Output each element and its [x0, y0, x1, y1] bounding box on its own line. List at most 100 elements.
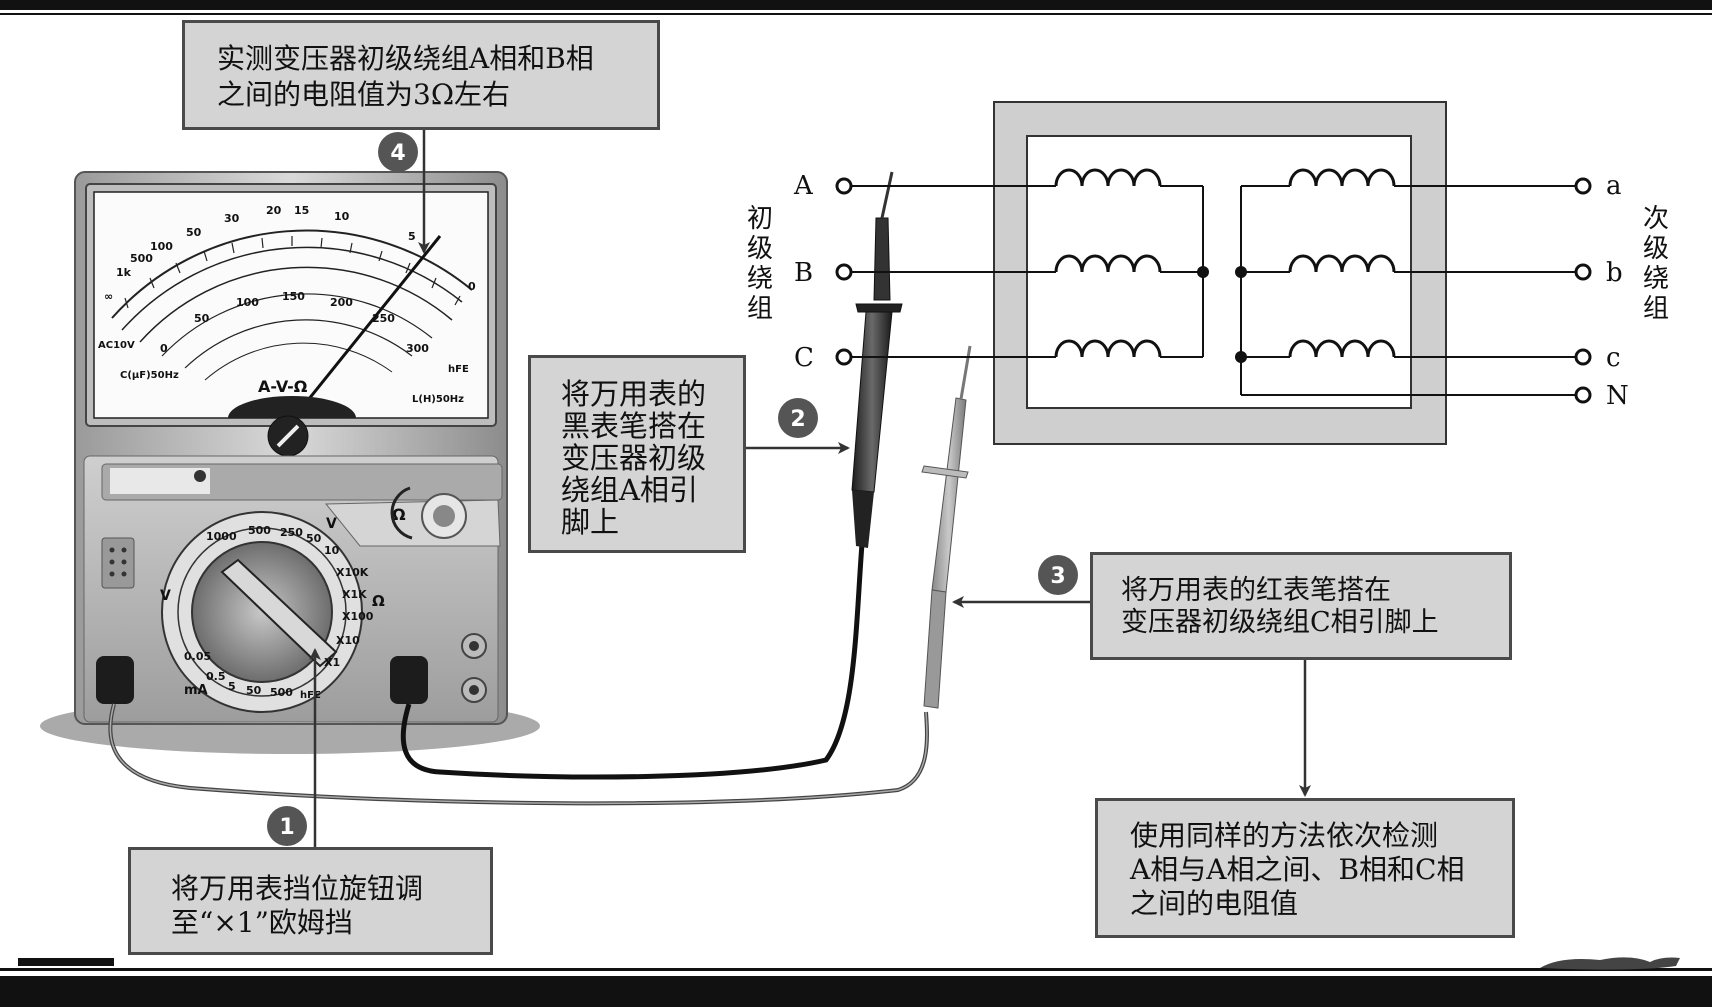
ohm-scale-label: ∞: [104, 290, 113, 303]
terminal-c[interactable]: [1574, 348, 1592, 366]
terminal-label-c: c: [1606, 343, 1621, 373]
meter-scale-arcs: [111, 229, 473, 381]
primary-label-char: 绕: [746, 264, 773, 294]
callout-line: A相与A相之间、B相和C相: [1130, 853, 1465, 886]
ohm-scale-label: 10: [334, 210, 350, 223]
transformer-wiring: [852, 185, 1583, 396]
meter-window: [110, 468, 210, 494]
com-jack[interactable]: [96, 656, 134, 704]
terminal-labels: A B C a b c N: [793, 171, 1629, 411]
ohm-scale-label: 50: [186, 226, 202, 239]
range-dial-inner-ring: [177, 527, 347, 697]
step-badge-numbers: 4 2 3 1: [279, 141, 1065, 840]
meter-needle: [290, 235, 442, 421]
primary-label-char: 初: [746, 204, 773, 234]
terminal-label-A: A: [793, 171, 814, 201]
dial-ohm-range: X1K: [342, 588, 367, 601]
dc-scale-label: 100: [236, 296, 259, 309]
indicator-led: [194, 470, 206, 482]
dial-v2-label: V: [326, 516, 337, 532]
secondary-coil-c: [1288, 339, 1396, 358]
terminal-a[interactable]: [1574, 177, 1592, 195]
primary-coil-c: [1054, 339, 1162, 358]
step-badges: [267, 132, 1078, 846]
callout-arrows: [309, 130, 1311, 847]
bottom-left-mark: [18, 958, 114, 966]
step-badge-1: [267, 806, 307, 846]
terminal-C[interactable]: [835, 348, 853, 366]
transistor-socket-holes: [109, 547, 127, 577]
dial-hfe-label: hFE: [300, 690, 321, 701]
scale-title: A-V-Ω: [258, 377, 308, 396]
terminals[interactable]: [835, 177, 1592, 404]
range-dial-pointer[interactable]: [220, 558, 338, 668]
ohm-adjust-knob-center: [433, 505, 455, 527]
terminal-A[interactable]: [835, 177, 853, 195]
red-probe[interactable]: [921, 345, 972, 709]
ohm-scale-label: 5: [408, 230, 416, 243]
transistor-socket: [101, 537, 135, 589]
scale-c-label: C(μF)50Hz: [120, 370, 179, 381]
red-probe-body: [931, 397, 967, 593]
callout-line: 至“×1”欧姆挡: [171, 906, 353, 939]
scale-hfe-label: hFE: [448, 364, 469, 375]
primary-winding-label: 初 级 绕 组: [742, 204, 778, 324]
black-probe[interactable]: [851, 171, 903, 548]
dial-range-label: 1000: [206, 530, 237, 543]
junction-dots: [1197, 266, 1247, 363]
callout-line: 实测变压器初级绕组A相和B相: [217, 42, 594, 75]
transformer-core: [993, 101, 1447, 445]
black-probe-grip: [852, 490, 874, 548]
ohm-scale-label: 500: [130, 252, 153, 265]
transformer-core-inner: [1026, 135, 1412, 409]
black-probe-tip: [880, 171, 894, 219]
secondary-label-char: 次: [1642, 204, 1669, 234]
terminal-B[interactable]: [835, 263, 853, 281]
callout-step3: 将万用表的红表笔搭在 变压器初级绕组C相引脚上: [1090, 552, 1512, 660]
top-border-thin: [0, 13, 1712, 15]
callout-line: 将万用表挡位旋钮调: [171, 872, 424, 905]
dial-ma-range: 0.5: [206, 670, 226, 683]
black-probe-body: [851, 311, 893, 493]
multimeter: ∞ 1k 500 100 50 30 20 15 10 5 0 0 50 100…: [40, 171, 540, 754]
bottom-right-decoration: [1540, 957, 1680, 970]
positive-jack[interactable]: [390, 656, 428, 704]
terminal-label-N: N: [1606, 381, 1629, 411]
ohm-adjust-rotation-arrow: [390, 486, 413, 540]
primary-label-char: 组: [746, 294, 773, 324]
callout-line: 变压器初级绕组C相引脚上: [1121, 607, 1439, 638]
bottom-border-bar: [0, 976, 1712, 1007]
red-probe-guard: [921, 465, 969, 479]
dial-ohm-label: Ω: [372, 592, 385, 610]
callout-line: 绕组A相引: [561, 473, 698, 507]
terminal-b[interactable]: [1574, 263, 1592, 281]
range-dial[interactable]: [191, 541, 333, 683]
callout-line: 黑表笔搭在: [561, 409, 707, 443]
dial-ohm-range: X10K: [336, 566, 369, 579]
meter-scale-ticks: [124, 236, 461, 309]
ohm-scale-label: 100: [150, 240, 173, 253]
dial-ma-range: 50: [246, 684, 262, 697]
scale-l-label: L(H)50Hz: [412, 394, 464, 405]
ohm-scale-label: 15: [294, 204, 309, 217]
callout-line: 之间的电阻值: [1130, 887, 1299, 920]
callout-step5: 使用同样的方法依次检测 A相与A相之间、B相和C相 之间的电阻值: [1095, 798, 1515, 938]
bottom-border-thin: [0, 968, 1712, 971]
step-badge-2: [778, 398, 818, 438]
primary-coil-a: [1054, 168, 1162, 187]
secondary-label-char: 组: [1642, 294, 1669, 324]
secondary-label-char: 级: [1642, 234, 1669, 264]
black-lead-wire: [400, 543, 865, 780]
terminal-label-C: C: [794, 343, 814, 373]
top-border-bar: [0, 0, 1712, 10]
secondary-winding-label: 次 级 绕 组: [1638, 204, 1674, 324]
dial-ohm-range: X10: [336, 634, 360, 647]
terminal-N[interactable]: [1574, 386, 1592, 404]
bottom-right-mark: [1516, 992, 1712, 1007]
callout-line: 变压器初级: [561, 441, 707, 475]
step-number-1: 1: [279, 815, 294, 840]
scale-ac-label: AC10V: [98, 340, 135, 351]
callout-line: 使用同样的方法依次检测: [1130, 819, 1439, 852]
dial-ma-range: 5: [228, 680, 236, 693]
